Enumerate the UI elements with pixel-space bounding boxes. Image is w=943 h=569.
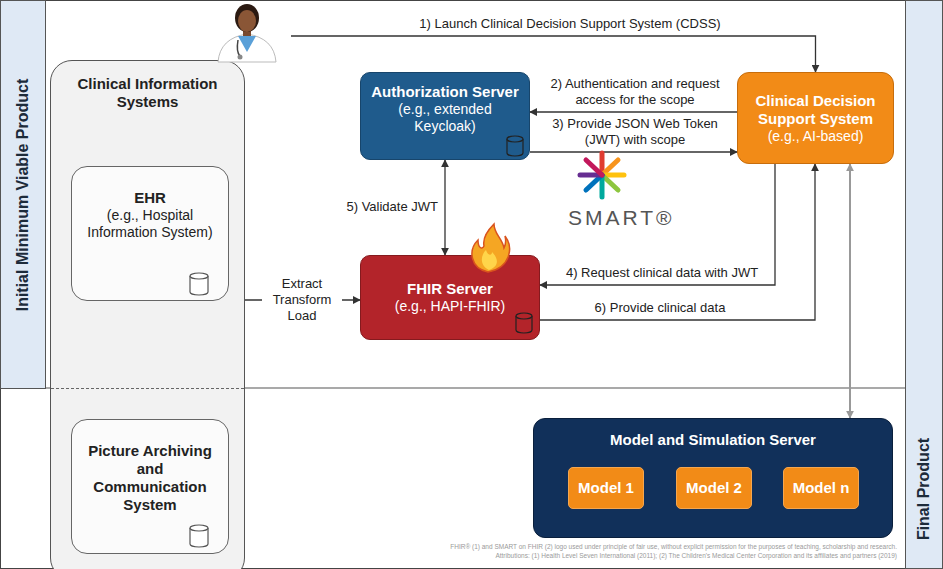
connector-arrow — [444, 160, 445, 255]
database-icon — [507, 136, 532, 333]
system-box: EHR(e.g., Hospital Information System) — [71, 166, 229, 301]
fire-icon — [472, 224, 509, 272]
server-box: FHIR Server(e.g., HAPI-FHIR) — [360, 255, 540, 340]
node-title: Authorization Server — [371, 83, 519, 101]
node-title: EHR — [134, 189, 166, 207]
node-subtitle: (e.g., HAPI-FHIR) — [395, 298, 505, 315]
node-title: Model n — [793, 479, 850, 497]
node-title: Model and Simulation Server — [610, 431, 816, 449]
node-subtitle: (e.g., extended Keycloak) — [366, 101, 524, 135]
phase-band: Final Product — [905, 0, 943, 569]
model-box: Model 1 — [568, 467, 644, 509]
connector-arrow — [849, 164, 851, 418]
doctor-icon — [218, 4, 276, 62]
node-title: Initial Minimum Viable Product — [14, 78, 32, 311]
node-subtitle: (e.g., Hospital Information System) — [78, 207, 222, 241]
node-title: Picture Archiving and Communication Syst… — [78, 442, 222, 514]
phase-band: Initial Minimum Viable Product — [0, 0, 46, 389]
node-title: Clinical Information Systems — [51, 75, 244, 111]
edge-label: 5) Validate JWT — [300, 199, 438, 215]
server-box: Authorization Server(e.g., extended Keyc… — [360, 72, 530, 160]
node-title: Model 1 — [578, 479, 634, 497]
connector-arrow — [540, 164, 815, 320]
dashed-divider — [51, 388, 244, 389]
edge-label: 2) Authentication and request access for… — [536, 76, 734, 108]
footnote: Attributions: (1) Health Level Seven Int… — [495, 551, 897, 560]
model-box: Model 2 — [676, 467, 752, 509]
edge-label: 1) Launch Clinical Decision Support Syst… — [340, 16, 800, 32]
logo-text: SMART® — [568, 206, 675, 230]
edge-label: 3) Provide JSON Web Token (JWT) with sco… — [536, 116, 734, 148]
edge-label: 4) Request clinical data with JWT — [552, 265, 772, 281]
system-box: Picture Archiving and Communication Syst… — [71, 419, 229, 554]
node-title: Final Product — [915, 437, 933, 539]
smart-logo-star — [580, 153, 624, 197]
connector-arrow — [530, 151, 737, 152]
node-title: Model 2 — [686, 479, 742, 497]
section-divider — [0, 387, 905, 388]
node-title: FHIR Server — [407, 280, 493, 298]
connector-arrow — [291, 36, 816, 72]
connector-arrow — [540, 164, 775, 285]
server-box: Model and Simulation ServerModel 1 Model … — [533, 418, 893, 538]
node-title: Clinical Decision Support System — [743, 92, 888, 128]
node-subtitle: (e.g., AI-based) — [768, 128, 864, 145]
model-box: Model n — [783, 467, 859, 509]
edge-label: Extract Transform Load — [262, 276, 342, 324]
database-icon — [190, 273, 208, 547]
server-box: Clinical Decision Support System(e.g., A… — [737, 72, 894, 164]
footnote: FHIR® (1) and SMART on FHIR (2) logo use… — [450, 542, 897, 551]
edge-label: 6) Provide clinical data — [560, 300, 760, 316]
connector-arrow — [530, 111, 737, 112]
system-group: Clinical Information SystemsEHR(e.g., Ho… — [50, 60, 245, 569]
